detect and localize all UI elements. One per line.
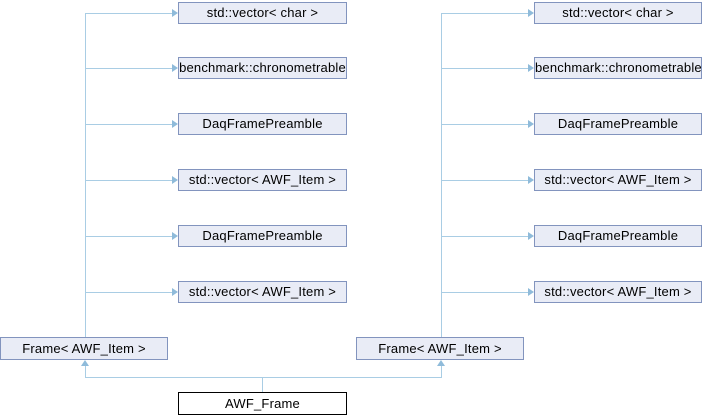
edge-branch — [85, 180, 172, 181]
edge-branch — [441, 180, 528, 181]
arrowhead-right-icon — [528, 288, 534, 296]
edge-branch — [85, 13, 172, 14]
arrowhead-right-icon — [528, 9, 534, 17]
class-node[interactable]: std::vector< AWF_Item > — [534, 281, 702, 303]
frame-node[interactable]: Frame< AWF_Item > — [0, 337, 168, 360]
edge-vertical-right — [441, 13, 442, 337]
arrowhead-up-icon — [437, 360, 445, 366]
class-node[interactable]: DaqFramePreamble — [534, 113, 702, 135]
class-node[interactable]: DaqFramePreamble — [534, 225, 702, 247]
arrowhead-up-icon — [81, 360, 89, 366]
arrowhead-right-icon — [172, 288, 178, 296]
edge-branch — [441, 292, 528, 293]
edge-inherit-stub-right — [441, 364, 442, 377]
edge-branch — [441, 68, 528, 69]
edge-branch — [85, 68, 172, 69]
edge-branch — [85, 236, 172, 237]
arrowhead-right-icon — [528, 120, 534, 128]
arrowhead-right-icon — [528, 232, 534, 240]
class-node[interactable]: std::vector< char > — [534, 2, 702, 24]
edge-branch — [441, 13, 528, 14]
edge-inheritance-horizontal — [85, 377, 442, 378]
edge-inherit-stub-left — [85, 364, 86, 377]
arrowhead-right-icon — [172, 120, 178, 128]
arrowhead-right-icon — [528, 64, 534, 72]
edge-branch — [441, 236, 528, 237]
class-node[interactable]: std::vector< char > — [178, 2, 347, 24]
class-node[interactable]: std::vector< AWF_Item > — [178, 169, 347, 191]
arrowhead-right-icon — [172, 232, 178, 240]
arrowhead-right-icon — [172, 64, 178, 72]
arrowhead-right-icon — [528, 176, 534, 184]
edge-main-stub — [262, 377, 263, 392]
class-node[interactable]: benchmark::chronometrable — [178, 57, 347, 79]
class-node[interactable]: std::vector< AWF_Item > — [534, 169, 702, 191]
frame-node[interactable]: Frame< AWF_Item > — [356, 337, 524, 360]
edge-branch — [85, 292, 172, 293]
arrowhead-right-icon — [172, 176, 178, 184]
edge-branch — [85, 124, 172, 125]
main-node: AWF_Frame — [178, 392, 347, 415]
class-node[interactable]: DaqFramePreamble — [178, 225, 347, 247]
class-node[interactable]: std::vector< AWF_Item > — [178, 281, 347, 303]
class-node[interactable]: DaqFramePreamble — [178, 113, 347, 135]
edge-branch — [441, 124, 528, 125]
class-node[interactable]: benchmark::chronometrable — [534, 57, 702, 79]
arrowhead-right-icon — [172, 9, 178, 17]
edge-vertical-left — [85, 13, 86, 337]
